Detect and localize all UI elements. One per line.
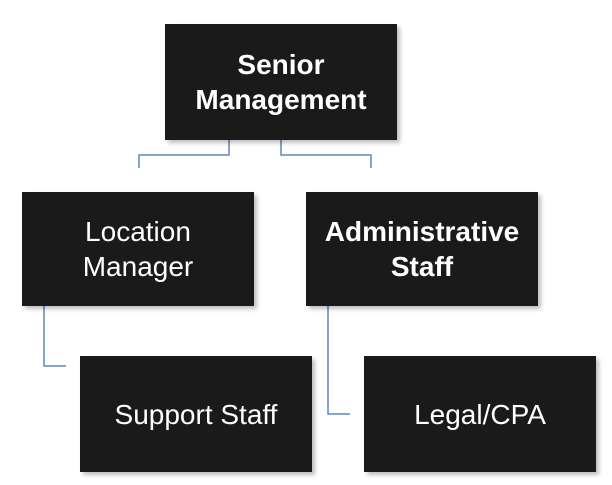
node-legal-cpa: Legal/CPA xyxy=(364,356,596,472)
node-senior-management: Senior Management xyxy=(165,24,397,140)
node-location-manager-label: Location Manager xyxy=(82,216,194,282)
connector-location-to-support xyxy=(43,306,66,367)
node-administrative-staff: Administrative Staff xyxy=(306,192,538,306)
node-support-staff: Support Staff xyxy=(80,356,312,472)
node-legal-cpa-label: Legal/CPA xyxy=(414,398,546,430)
connector-senior-to-admin xyxy=(280,140,372,168)
connector-admin-to-legal xyxy=(327,306,350,415)
node-administrative-staff-label: Administrative Staff xyxy=(324,216,520,282)
connector-senior-to-location xyxy=(138,140,230,168)
node-support-staff-label: Support Staff xyxy=(114,398,278,430)
node-location-manager: Location Manager xyxy=(22,192,254,306)
node-senior-management-label: Senior Management xyxy=(195,49,367,115)
